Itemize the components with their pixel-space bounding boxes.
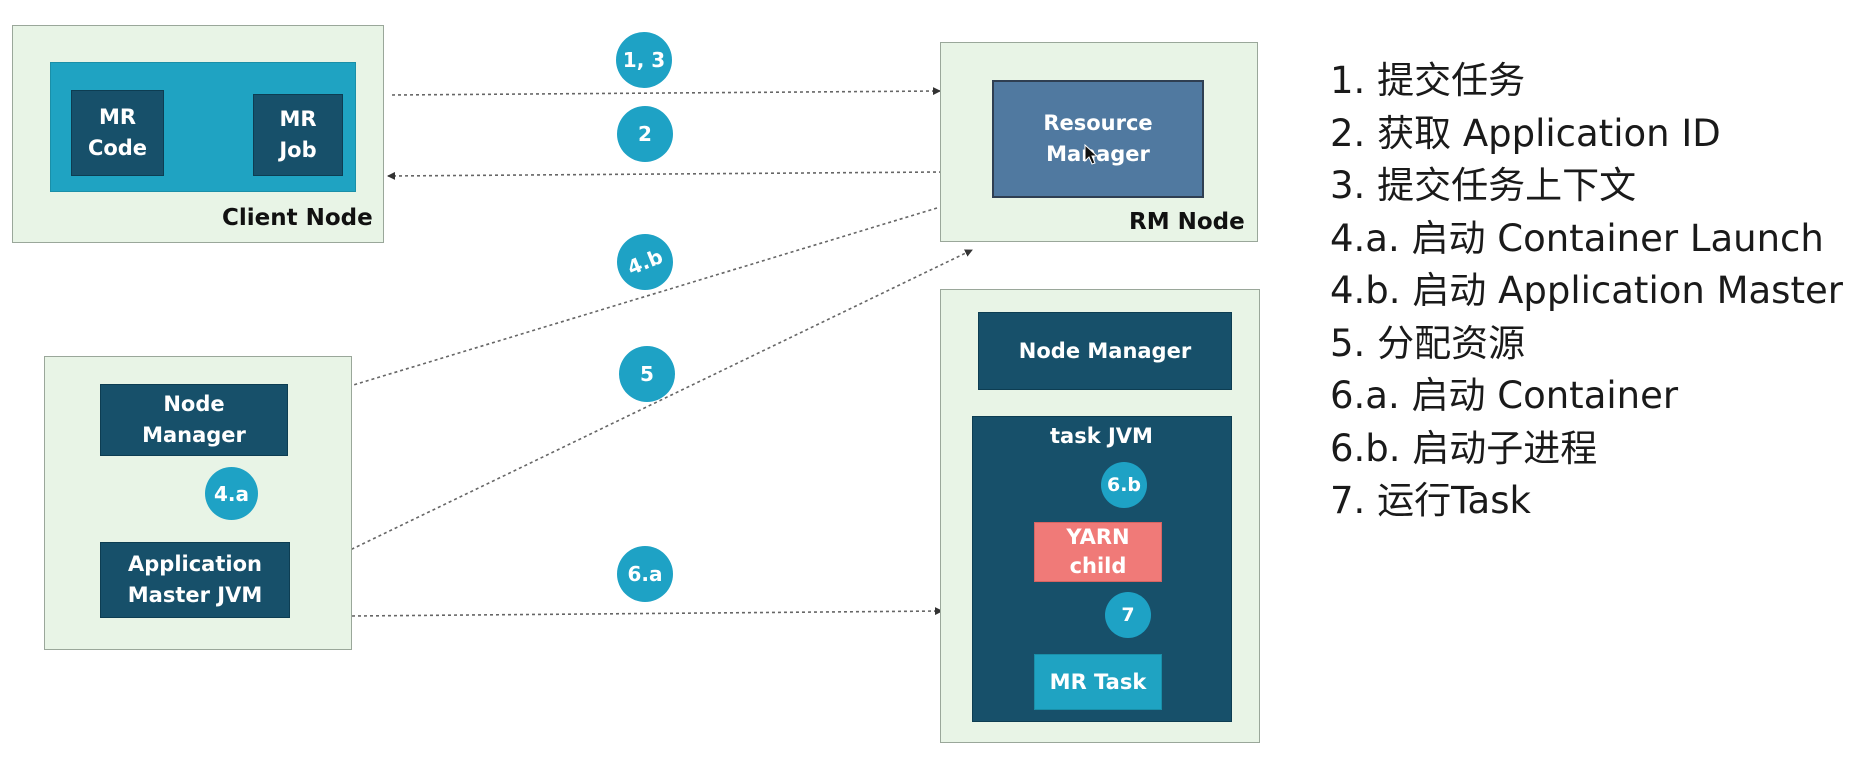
legend-item: 3. 提交任务上下文 <box>1330 164 1637 207</box>
legend-item: 4.b. 启动 Application Master <box>1330 269 1843 312</box>
step-6a-badge: 6.a <box>617 546 673 602</box>
arrow-step-2 <box>387 171 943 180</box>
step-1-3-badge: 1, 3 <box>616 32 672 88</box>
task-jvm-label: task JVM <box>1050 424 1153 448</box>
legend-item: 4.a. 启动 Container Launch <box>1330 216 1824 260</box>
arrow-step-1-3 <box>391 87 941 96</box>
legend-item: 2. 获取 Application ID <box>1330 111 1721 155</box>
mr-task-box: MR Task <box>1034 654 1162 710</box>
step-4a-badge: 4.a <box>205 467 258 520</box>
legend-item: 6.a. 启动 Container <box>1330 374 1679 417</box>
application-master-box: Application Master JVM <box>100 542 290 618</box>
arrow-step-5 <box>291 249 973 579</box>
legend-item: 7. 运行Task <box>1330 479 1531 522</box>
client-node-label: Client Node <box>222 205 373 231</box>
mr-code-box: MR Code <box>71 90 164 176</box>
mr-job-box: MR Job <box>253 94 343 176</box>
worker-node-manager-box: Node Manager <box>978 312 1232 390</box>
legend-item: 6.b. 启动子进程 <box>1330 426 1598 470</box>
yarn-child-box: YARN child <box>1034 522 1162 582</box>
step-2-badge: 2 <box>617 106 673 162</box>
rm-node-label: RM Node <box>1129 209 1245 235</box>
am-node-manager-box: Node Manager <box>100 384 288 456</box>
step-5-badge: 5 <box>619 346 675 402</box>
legend-item: 1. 提交任务 <box>1330 59 1526 102</box>
step-6b-badge: 6.b <box>1101 462 1147 508</box>
step-legend: 1. 提交任务 2. 获取 Application ID 3. 提交任务上下文 … <box>1330 55 1843 528</box>
resource-manager-box: Resource Manager <box>992 80 1204 198</box>
mouse-cursor-icon <box>1084 144 1099 165</box>
step-7-badge: 7 <box>1105 592 1151 638</box>
arrow-step-4b <box>293 207 938 405</box>
arrow-step-6a <box>351 607 943 617</box>
legend-item: 5. 分配资源 <box>1330 321 1526 365</box>
